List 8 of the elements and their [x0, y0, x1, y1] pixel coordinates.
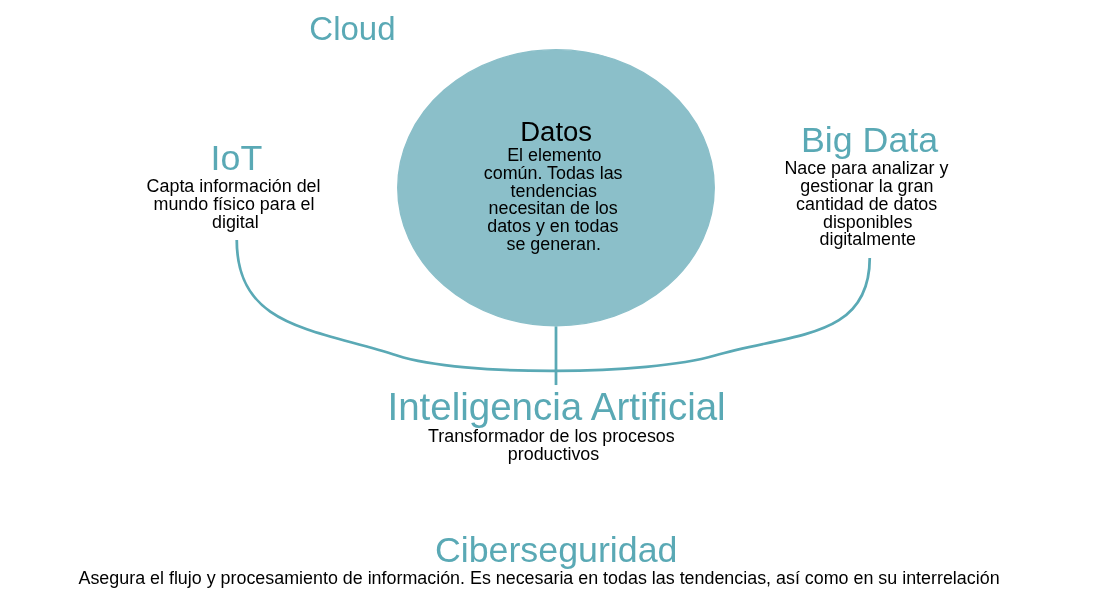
node-text: IoT Capta información del mundo físico para el digital — [146, 138, 321, 232]
node-text: Inteligencia Artificial Transformador de los procesos productivos — [386, 385, 726, 464]
connector — [234, 239, 871, 373]
node-ellipse: Datos El elemento común. Todas las tendencias necesitan de los datos y en todas se generan. — [396, 49, 715, 327]
node-label: Cloud — [308, 10, 396, 48]
node-text: Big Data Nace para analizar y gestionar la gran cantidad de datos disponibles digitalmente — [783, 120, 948, 250]
connector — [554, 326, 557, 386]
node-text: Ciberseguridad Asegura el flujo y procesamiento de información. Es necesaria en todas las tendencias, así como en su interrelación — [78, 530, 1000, 588]
